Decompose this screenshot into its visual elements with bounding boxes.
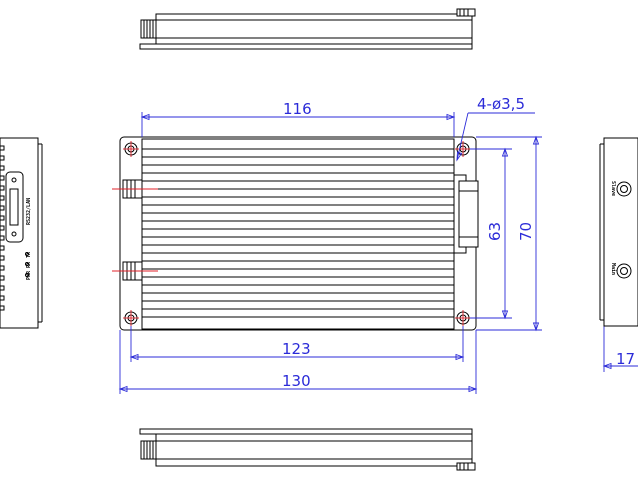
label-pwr: PWR xyxy=(26,270,32,280)
pwr-led-icon xyxy=(25,273,29,277)
slave-connector-icon xyxy=(616,181,632,197)
dimension-lines xyxy=(118,112,638,394)
main-connector-icon xyxy=(616,263,632,279)
label-tx: TX xyxy=(26,252,32,258)
top-sma-connector xyxy=(140,19,157,39)
dim-17: 17 xyxy=(616,350,635,368)
bottom-dsub-connector xyxy=(456,462,476,471)
label-slave: Slave xyxy=(610,181,616,196)
dim-hole-spec: 4-ø3,5 xyxy=(477,95,525,113)
dim-130: 130 xyxy=(282,372,311,390)
front-sma-connectors xyxy=(112,179,158,281)
left-fin-ticks xyxy=(0,145,5,311)
heatsink-fins xyxy=(142,148,454,318)
label-port: RS232/LAN xyxy=(26,198,32,225)
front-dsub-connector xyxy=(453,174,479,254)
dim-116: 116 xyxy=(283,100,312,118)
rx-led-icon xyxy=(25,262,29,266)
hole-centerlines xyxy=(123,141,471,326)
right-end-view: Slave Main xyxy=(599,137,638,327)
top-side-view xyxy=(139,8,476,50)
dim-123: 123 xyxy=(282,340,311,358)
left-dsub-port xyxy=(5,171,24,243)
left-end-view: RS232/LAN TX RX PWR xyxy=(0,137,43,329)
bottom-sma-connector xyxy=(140,440,157,460)
label-rx: RX xyxy=(26,262,32,268)
tx-led-icon xyxy=(25,252,29,256)
label-main: Main xyxy=(610,263,616,275)
dimension-texts: 116 4-ø3,5 63 70 123 130 17 xyxy=(282,95,635,390)
dim-70: 70 xyxy=(517,222,535,241)
dim-63: 63 xyxy=(486,222,504,241)
top-dsub-connector xyxy=(456,8,476,17)
bottom-side-view xyxy=(139,428,476,471)
main-front-view xyxy=(112,136,479,331)
